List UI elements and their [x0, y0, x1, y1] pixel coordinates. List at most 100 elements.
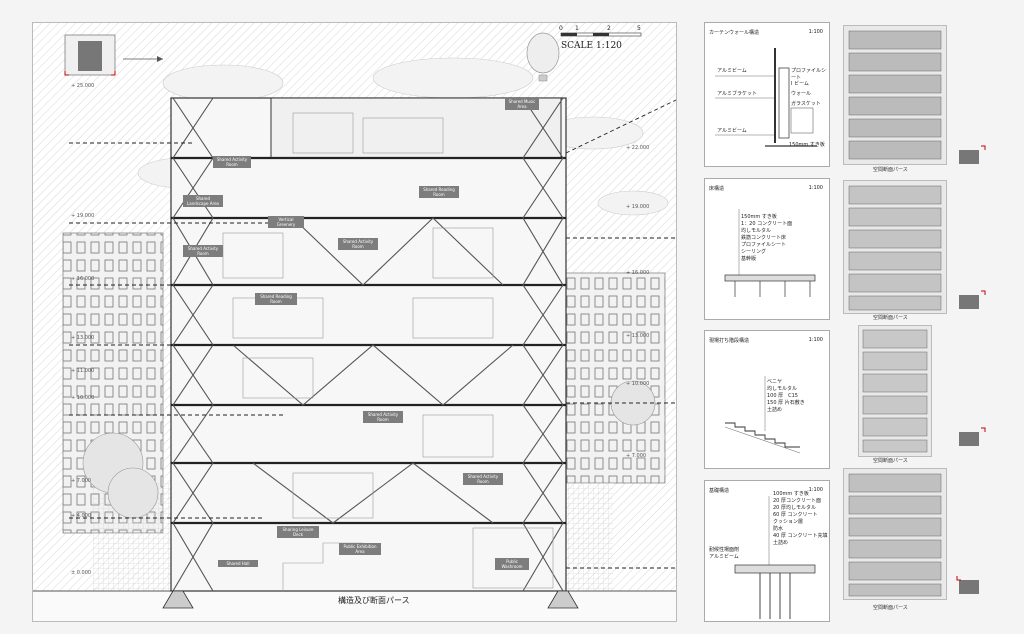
room-label-activity-5: Shared Activity Room — [463, 473, 503, 485]
detail-panel-curtain-wall: カーテンウォール構造 1:100 アルミビーム プロファイルシート I ビーム … — [704, 22, 830, 167]
note-1: アルミビーム — [717, 68, 747, 74]
elevation-left-11: + 11.000 — [71, 368, 95, 374]
room-label-greenery: Vertical Greenery — [268, 216, 304, 228]
room-label-reading: Shared Reading Room — [419, 186, 459, 198]
detail-title: 基礎構造 — [709, 488, 730, 494]
note-7: アルミビーム — [717, 128, 747, 134]
note-5: クッション層 — [773, 519, 804, 525]
note-4: 鉄筋コンクリート床 — [741, 235, 787, 241]
scale-label: SCALE 1:120 — [561, 41, 622, 51]
scale-tick-5: 5 — [637, 25, 641, 32]
elevation-right-22: + 22.000 — [626, 145, 650, 151]
note-3: 均しモルタル — [741, 228, 772, 234]
note-1: 150mm すき板 — [741, 214, 777, 220]
room-label-washroom: Public Washroom — [495, 558, 529, 570]
section-perspective-graphic — [848, 473, 942, 597]
note-3: 20 厚均しモルタル — [773, 505, 816, 511]
detail-panel-floor: 床構造 1:100 150mm すき板 1：20 コンクリート面 均しモルタル … — [704, 178, 830, 320]
scale-tick-2: 2 — [607, 25, 611, 32]
detail-title: 床構造 — [709, 186, 725, 192]
note-4: 150 厚 片石敷き — [767, 400, 805, 406]
stair-detail — [724, 376, 801, 454]
elevation-left-19: + 19.000 — [71, 213, 95, 219]
room-label-activity-2: Shared Activity Room — [183, 245, 223, 257]
elevation-right-7: + 7.000 — [626, 453, 647, 459]
detail-scale: 1:100 — [808, 29, 823, 35]
section-perspective-graphic — [862, 329, 928, 453]
drawing-title: 構造及び断面パース — [338, 596, 410, 605]
note-7: 基幹版 — [741, 256, 757, 262]
room-label-activity-4: Shared Activity Room — [363, 411, 403, 423]
section-perspective-image-4 — [843, 468, 947, 600]
room-label-activity-1: Shared Activity Room — [213, 156, 251, 168]
curtain-wall-detail — [715, 48, 817, 147]
room-label-activity-3: Shared Activity Room — [338, 238, 378, 250]
section-drawing-sheet: 0 1 2 5 SCALE 1:120 Shared Music Area Sh… — [32, 22, 677, 622]
section-perspective-image-2 — [843, 180, 947, 314]
photo-caption-4: 空間断面パース — [873, 605, 908, 611]
room-label-reading-2: Shared Reading Room — [255, 293, 297, 305]
detail-title: カーテンウォール構造 — [709, 30, 760, 36]
balloon-icon — [526, 32, 560, 82]
room-label-music: Shared Music Area — [505, 98, 539, 110]
note-10: アルミビーム — [709, 554, 739, 560]
note-1: 100mm すき板 — [773, 491, 809, 497]
scale-tick-0: 0 — [559, 25, 563, 32]
elevation-left-7: + 7.000 — [71, 478, 92, 484]
note-9: 耐候性場面剤 — [709, 547, 740, 553]
foundation-detail — [734, 496, 816, 619]
detail-panel-stair: 現場打ち階段構造 1:100 ベニヤ 均しモルタル 100 厚 C15 150 … — [704, 330, 830, 469]
detail-scale: 1:100 — [808, 185, 823, 191]
note-6: ガラスケット — [791, 101, 821, 107]
note-5: 土詰め — [767, 407, 783, 413]
scale-bar — [560, 32, 642, 37]
elevation-right-19: + 19.000 — [626, 204, 650, 210]
floor-detail — [724, 209, 816, 297]
note-4: アルミブラケット — [717, 91, 757, 97]
elevation-left-16: + 16.000 — [71, 276, 95, 282]
detail-scale: 1:100 — [808, 487, 823, 493]
room-label-exhibition: Public Exhibition Area — [339, 543, 381, 555]
note-7: 40 厚 コンクリート充填 — [773, 533, 828, 539]
scale-tick-1: 1 — [575, 25, 579, 32]
note-6: 防水 — [773, 526, 784, 532]
elevation-right-13: + 13.000 — [626, 333, 650, 339]
note-2: プロファイルシート — [791, 68, 827, 81]
room-label-leisure: Sharing Leisure Deck — [277, 526, 319, 538]
note-2: 20 厚コンクリート面 — [773, 498, 821, 504]
north-arrow-icon — [123, 56, 163, 62]
detail-title: 現場打ち階段構造 — [709, 338, 750, 344]
note-8: 150mm すき板 — [789, 142, 825, 148]
elevation-left-4: + 4.000 — [71, 513, 92, 519]
note-1: ベニヤ — [767, 379, 783, 385]
elevation-left-25: + 25.000 — [71, 83, 95, 89]
site-plan-thumbnail — [64, 34, 116, 76]
note-2: 均しモルタル — [767, 386, 798, 392]
room-label-hall: Shared Hall — [218, 560, 258, 567]
note-4: 60 厚 コンクリート — [773, 512, 818, 518]
elevation-right-10: + 10.000 — [626, 381, 650, 387]
section-perspective-image-1 — [843, 25, 947, 165]
detail-scale: 1:100 — [808, 337, 823, 343]
note-5: ウォール — [791, 91, 812, 97]
section-drawing — [33, 23, 676, 621]
note-8: 土詰め — [773, 540, 789, 546]
note-5: プロファイルシート — [741, 242, 787, 248]
key-plan-thumbnails — [956, 145, 986, 594]
photo-caption-3: 空間断面パース — [873, 458, 908, 464]
section-perspective-image-3 — [858, 325, 932, 457]
note-6: シーリング — [741, 249, 767, 255]
elevation-right-16: + 16.000 — [626, 270, 650, 276]
detail-panel-foundation: 基礎構造 1:100 100mm すき板 20 厚コンクリート面 20 厚均しモ… — [704, 480, 830, 622]
note-3: 100 厚 C15 — [767, 393, 798, 399]
photo-caption-1: 空間断面パース — [873, 167, 908, 173]
section-perspective-graphic — [848, 185, 942, 311]
room-label-landscape: Shared Landscape Area — [183, 195, 223, 207]
section-perspective-graphic — [848, 30, 942, 160]
elevation-left-0: ± 0.000 — [71, 570, 92, 576]
note-2: 1：20 コンクリート面 — [741, 221, 793, 227]
photo-caption-2: 空間断面パース — [873, 315, 908, 321]
elevation-left-13: + 13.000 — [71, 335, 95, 341]
note-3: I ビーム — [791, 81, 809, 87]
elevation-left-10: + 10.000 — [71, 395, 95, 401]
